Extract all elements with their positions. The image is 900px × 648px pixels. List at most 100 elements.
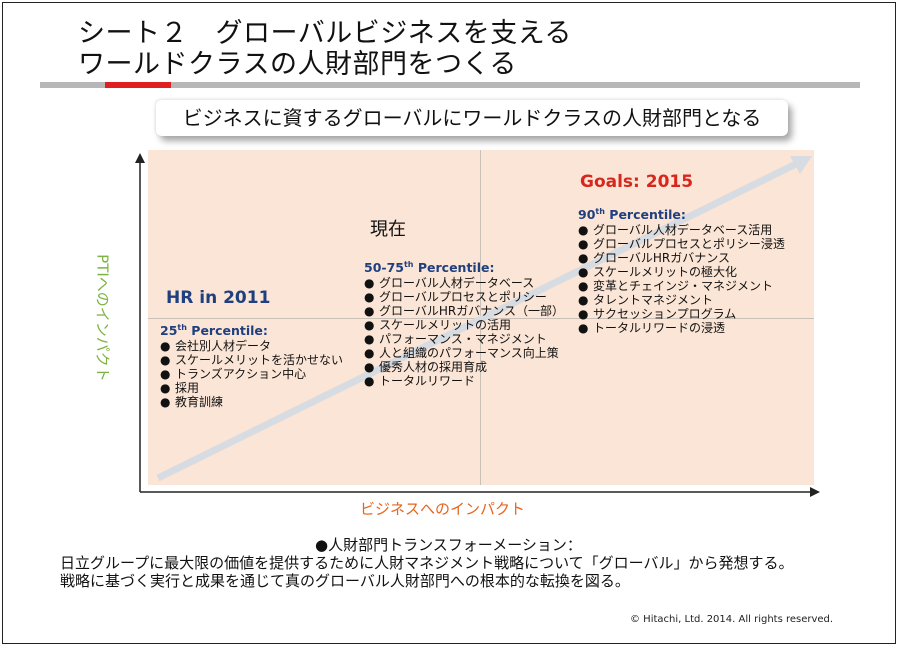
- percentile-heading: 50-75th Percentile:: [364, 259, 564, 276]
- bullet-icon: ●: [578, 223, 589, 237]
- bullet-icon: ●: [160, 367, 171, 381]
- list-item-text: 会社別人材データ: [175, 339, 272, 353]
- bullet-icon: ●: [364, 360, 375, 374]
- bullet-icon: ●: [364, 346, 375, 360]
- bullet-icon: ●: [160, 381, 171, 395]
- list-item: ● スケールメリットを活かせない: [160, 353, 343, 367]
- list-item: ● タレントマネジメント: [578, 293, 785, 307]
- stage-label-current: 現在: [370, 219, 406, 240]
- bullet-icon: ●: [578, 237, 589, 251]
- bullet-icon: ●: [160, 339, 171, 353]
- mission-banner: ビジネスに資するグローバルにワールドクラスの人財部門となる: [156, 100, 788, 136]
- list-item: ● 変革とチェインジ・マネジメント: [578, 279, 785, 293]
- list-item: ● トランズアクション中心: [160, 367, 343, 381]
- list-item: ● 優秀人材の採用育成: [364, 360, 564, 374]
- list-item-text: パフォーマンス・マネジメント: [379, 332, 547, 346]
- copyright-notice: © Hitachi, Ltd. 2014. All rights reserve…: [630, 614, 834, 625]
- bullet-icon: ●: [364, 276, 375, 290]
- bullet-icon: ●: [364, 332, 375, 346]
- list-item-text: 変革とチェインジ・マネジメント: [593, 279, 774, 293]
- title-underline: [40, 82, 860, 88]
- bullet-icon: ●: [578, 307, 589, 321]
- bullet-icon: ●: [578, 265, 589, 279]
- list-item-text: トータルリワード: [379, 374, 476, 388]
- list-item-text: スケールメリットの極大化: [593, 265, 738, 279]
- transformation-heading: ●人財部門トランスフォーメーション：: [315, 536, 582, 554]
- list-item: ● 会社別人材データ: [160, 339, 343, 353]
- slide-title-line-1: シート２ グローバルビジネスを支える: [78, 18, 572, 49]
- growth-arrow: [156, 158, 802, 482]
- list-item: ● グローバル人材データベース: [364, 276, 564, 290]
- list-item-text: 優秀人材の採用育成: [379, 360, 488, 374]
- list-item: ● 教育訓練: [160, 395, 343, 409]
- bullet-icon: ●: [364, 290, 375, 304]
- percentile-word: Percentile:: [604, 207, 686, 222]
- percentile-heading: 25th Percentile:: [160, 322, 343, 339]
- y-axis-label: PTIへのインパクト: [93, 254, 112, 382]
- item-list: ● グローバル人材データベース活用 ● グローバルプロセスとポリシー浸透 ● グローバルH…: [578, 223, 785, 335]
- list-item: ● グローバルHRガバナンス: [578, 251, 785, 265]
- list-item: ● トータルリワードの浸透: [578, 321, 785, 335]
- stage-label-hr-2011: HR in 2011: [166, 288, 271, 308]
- list-item-text: スケールメリットを活かせない: [175, 353, 344, 367]
- list-item: ● トータルリワード: [364, 374, 564, 388]
- item-list: ● グローバル人材データベース ● グローバルプロセスとポリシー ● グローバルHRガバナ…: [364, 276, 564, 388]
- stage-column-current: 50-75th Percentile: ● グローバル人材データベース ● グローバル…: [364, 259, 564, 388]
- stage-column-goals-2015: 90th Percentile: ● グローバル人材データベース活用 ● グローバルプ…: [578, 206, 785, 335]
- list-item: ● パフォーマンス・マネジメント: [364, 332, 564, 346]
- slide-title-line-2: ワールドクラスの人財部門をつくる: [78, 49, 517, 80]
- bullet-icon: ●: [364, 304, 375, 318]
- bullet-icon: ●: [160, 353, 171, 367]
- stage-label-goals-2015: Goals: 2015: [580, 172, 694, 192]
- percentile-word: Percentile:: [413, 260, 495, 275]
- list-item: ● スケールメリットの極大化: [578, 265, 785, 279]
- percentile-word: Percentile:: [186, 323, 268, 338]
- list-item-text: グローバル人材データベース: [379, 276, 535, 290]
- bullet-icon: ●: [578, 251, 589, 265]
- list-item-text: タレントマネジメント: [593, 293, 714, 307]
- list-item: ● 採用: [160, 381, 343, 395]
- list-item-text: グローバルプロセスとポリシー: [379, 290, 547, 304]
- percentile-heading: 90th Percentile:: [578, 206, 785, 223]
- list-item-text: 人と組織のパフォーマンス向上策: [379, 346, 559, 360]
- list-item-text: グローバルHRガバナンス（一部）: [379, 304, 565, 318]
- bullet-icon: ●: [364, 318, 375, 332]
- list-item: ● グローバルプロセスとポリシー浸透: [578, 237, 785, 251]
- list-item-text: グローバルプロセスとポリシー浸透: [593, 237, 785, 251]
- transformation-body: 日立グループに最大限の価値を提供するために人財マネジメント戦略について「グローバ…: [60, 554, 794, 590]
- bullet-icon: ●: [578, 293, 589, 307]
- percentile-suffix: th: [595, 207, 605, 216]
- title-underline-accent: [105, 82, 171, 88]
- list-item-text: トランズアクション中心: [175, 367, 307, 381]
- transformation-line-2: 戦略に基づく実行と成果を通じて真のグローバル人財部門への根本的な転換を図る。: [60, 572, 630, 590]
- list-item-text: グローバルHRガバナンス: [593, 251, 731, 265]
- list-item-text: グローバル人材データベース活用: [593, 223, 773, 237]
- percentile-number: 50-75: [364, 260, 404, 275]
- percentile-number: 25: [160, 323, 178, 338]
- item-list: ●会社別人材データ●スケールメリットを活かせない●トランズアクション中心●採用●…: [160, 339, 343, 409]
- percentile-number: 90: [578, 207, 596, 222]
- x-axis-label: ビジネスへのインパクト: [360, 500, 526, 518]
- list-item: ● 人と組織のパフォーマンス向上策: [364, 346, 564, 360]
- growth-arrow-head: [790, 156, 812, 174]
- bullet-icon: ●: [364, 374, 375, 388]
- percentile-suffix: th: [403, 260, 414, 269]
- list-item: ● グローバルプロセスとポリシー: [364, 290, 564, 304]
- bullet-icon: ●: [160, 395, 171, 409]
- list-item: ● グローバルHRガバナンス（一部）: [364, 304, 564, 318]
- list-item: ● サクセッションプログラム: [578, 307, 785, 321]
- list-item-text: スケールメリットの活用: [379, 318, 512, 332]
- list-item: ● グローバル人材データベース活用: [578, 223, 785, 237]
- list-item-text: サクセッションプログラム: [593, 307, 737, 321]
- percentile-suffix: th: [177, 323, 187, 332]
- bullet-icon: ●: [578, 321, 589, 335]
- list-item-text: 教育訓練: [175, 395, 224, 409]
- list-item-text: トータルリワードの浸透: [593, 321, 726, 335]
- stage-column-hr-2011: 25th Percentile: ● 会社別人材データ ● スケールメリットを活かせな…: [160, 322, 343, 409]
- bullet-icon: ●: [578, 279, 589, 293]
- list-item-text: 採用: [175, 381, 200, 395]
- slide-title: シート２ グローバルビジネスを支える ワールドクラスの人財部門をつくる: [78, 18, 572, 80]
- transformation-line-1: 日立グループに最大限の価値を提供するために人財マネジメント戦略について「グローバ…: [60, 554, 794, 572]
